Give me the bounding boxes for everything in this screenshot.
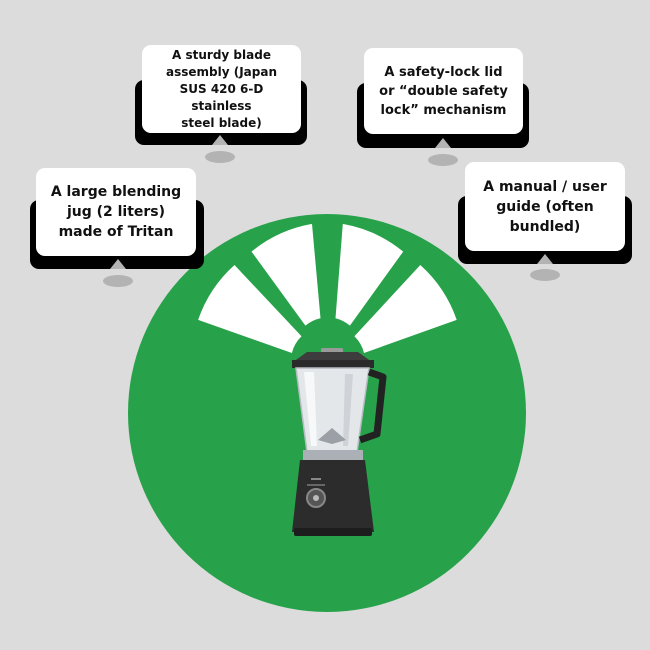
callout-jug-text: A large blending jug (2 liters) made of … (50, 184, 182, 240)
callout-lid-text: A safety-lock lid or “double safety lock… (379, 64, 508, 118)
callout-blade-text: A sturdy blade assembly (Japan SUS 420 6… (165, 47, 277, 130)
callout-manual: A manual / user guide (often bundled) (458, 162, 632, 264)
callout-manual-card: A manual / user guide (often bundled) (465, 162, 625, 251)
callout-lid: A safety-lock lid or “double safety lock… (357, 48, 529, 148)
callout-jug: A large blending jug (2 liters) made of … (30, 168, 204, 269)
callout-blade: A sturdy blade assembly (Japan SUS 420 6… (135, 45, 307, 145)
callout-blade-card: A sturdy blade assembly (Japan SUS 420 6… (142, 45, 301, 133)
fan-segments (198, 223, 457, 353)
fan-segment-1 (198, 265, 302, 353)
callout-manual-text: A manual / user guide (often bundled) (483, 178, 607, 235)
fan-segment-2 (251, 223, 321, 326)
blender-icon (292, 348, 387, 536)
fan-segment-3 (335, 223, 404, 326)
fan-segment-4 (354, 265, 457, 353)
callout-lid-card: A safety-lock lid or “double safety lock… (364, 48, 523, 134)
callout-jug-card: A large blending jug (2 liters) made of … (36, 168, 196, 256)
